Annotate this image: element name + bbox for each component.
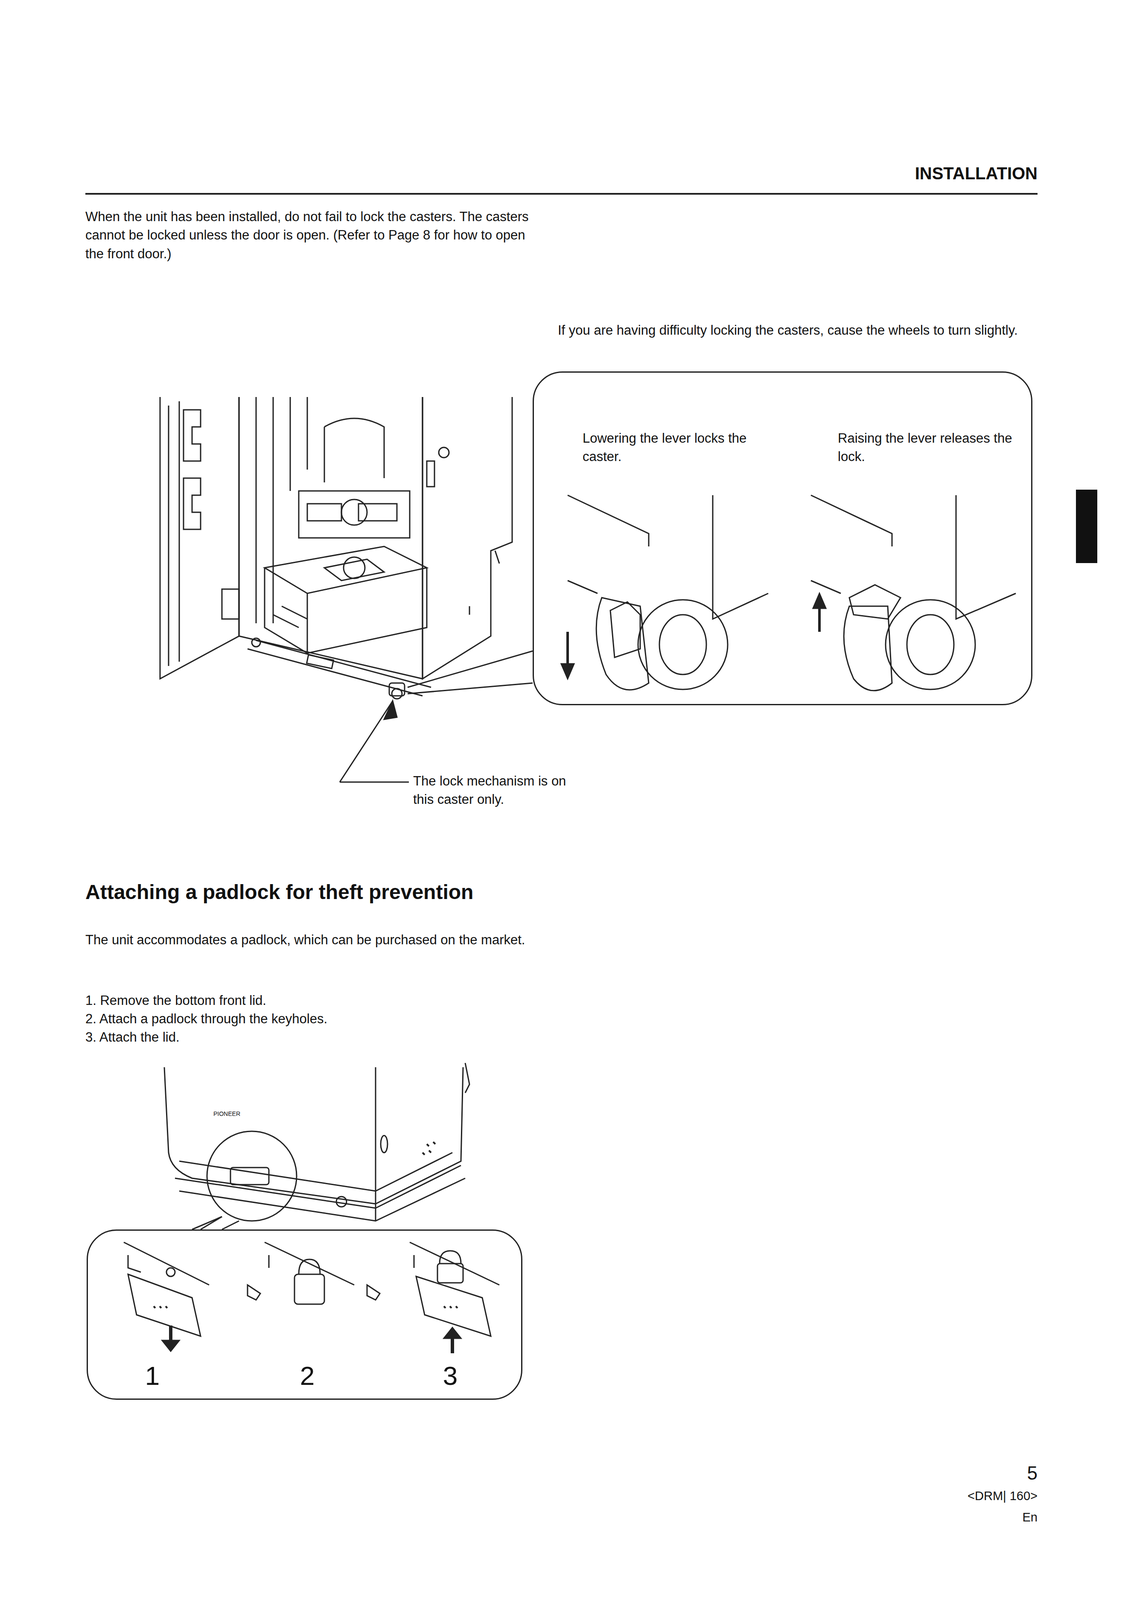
caster-callout	[389, 650, 533, 699]
zoom-line	[200, 1216, 222, 1230]
padlock-steps-panel: 1 2 3	[86, 1229, 523, 1400]
leader-line	[339, 700, 409, 782]
padlock-steps-drawing	[123, 1241, 500, 1353]
document-code: <DRM| 160>	[967, 1486, 1038, 1505]
callout-number: 2	[298, 1357, 316, 1395]
step-text: 1. Remove the bottom front lid.	[85, 991, 267, 1010]
cabinet-bottom-drawing	[164, 1062, 470, 1230]
brand-logo: PIONEER	[213, 1109, 241, 1119]
callout-text: The lock mechanism is on this caster onl…	[413, 771, 584, 809]
page-number: 5	[1027, 1459, 1038, 1487]
caption-text: Lowering the lever locks the caster.	[582, 428, 762, 467]
section-header: INSTALLATION	[915, 161, 1038, 186]
section-heading: Attaching a padlock for theft prevention	[85, 877, 474, 907]
caster-panel: Lowering the lever locks the caster. Rais…	[532, 371, 1033, 706]
callout-number: 1	[143, 1357, 161, 1395]
body-text: The unit accommodates a padlock, which c…	[85, 930, 538, 949]
step-text: 3. Attach the lid.	[85, 1027, 180, 1047]
callout-number: 3	[441, 1357, 459, 1395]
step-text: 2. Attach a padlock through the keyholes…	[85, 1009, 328, 1028]
caster-detail-release	[810, 495, 1016, 691]
language-code: En	[1022, 1508, 1038, 1526]
caption-text: Raising the lever releases the lock.	[837, 428, 1018, 467]
cabinet-drawing	[160, 396, 513, 696]
body-text: When the unit has been installed, do not…	[85, 207, 538, 263]
note-text: If you are having difficulty locking the…	[557, 320, 1033, 340]
caster-detail-lock	[561, 495, 769, 690]
